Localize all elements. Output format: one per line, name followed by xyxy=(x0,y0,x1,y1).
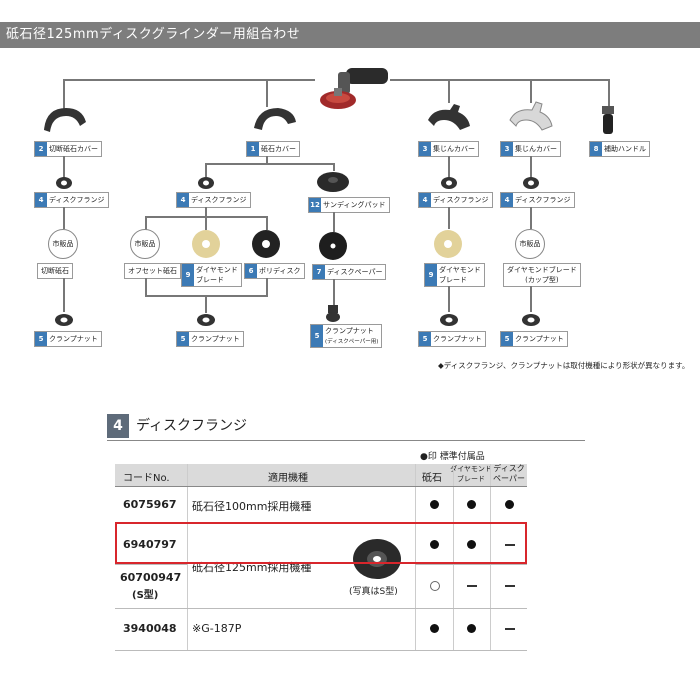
not-applicable-mark xyxy=(505,544,515,546)
poly-disc-image xyxy=(252,230,280,258)
row-model: 砥石径100mm採用機種 xyxy=(192,500,312,513)
standard-mark xyxy=(467,624,476,633)
label-offset-wheel: オフセット砥石 xyxy=(124,263,181,279)
photo-caption: (写真はS型) xyxy=(349,587,398,597)
disc-flange-image xyxy=(198,177,214,189)
section-title-bar xyxy=(107,410,585,441)
row-model-merged: 砥石径125mm採用機種 xyxy=(192,561,312,574)
diagram-note: ◆ディスクフランジ、クランプナットは取付機種により形状が異なります。 xyxy=(438,361,690,370)
standard-mark xyxy=(467,540,476,549)
optional-mark xyxy=(430,581,440,591)
disc-grinder-image xyxy=(320,68,388,109)
row-code: 6075967 xyxy=(123,498,177,511)
row-code: 3940048 xyxy=(123,622,177,635)
not-applicable-mark xyxy=(505,585,515,587)
dust-cover-clear-image xyxy=(509,101,553,131)
section-number: 4 xyxy=(107,414,129,438)
diamond-blade-image xyxy=(434,230,462,258)
commercial-product-mark: 市販品 xyxy=(130,229,160,259)
label-diamond-blade-cup: ダイヤモンドブレード(カップ型) xyxy=(503,263,581,287)
clamp-nut-image xyxy=(197,314,215,326)
page-header: 砥石径125mmディスクグラインダー用組合わせ xyxy=(0,22,700,48)
not-applicable-mark xyxy=(505,628,515,630)
header-code: コードNo. xyxy=(123,473,170,484)
disc-flange-image xyxy=(56,177,72,189)
clamp-nut-image xyxy=(522,314,540,326)
standard-mark xyxy=(505,500,514,509)
aux-handle-image xyxy=(602,106,614,134)
header-diamond: ダイヤモンドブレード xyxy=(450,465,492,483)
standard-mark xyxy=(467,500,476,509)
diamond-blade-image xyxy=(192,230,220,258)
clamp-nut-image xyxy=(55,314,73,326)
row-code: 60700947 xyxy=(120,571,182,584)
sanding-pad-image xyxy=(317,172,349,192)
commercial-product-mark: 市販品 xyxy=(48,229,78,259)
header-paper: ディスクペーパー xyxy=(493,464,525,483)
row-code-sub: (S型) xyxy=(132,590,159,601)
page-title: 砥石径125mmディスクグラインダー用組合わせ xyxy=(6,27,301,42)
clamp-nut-image xyxy=(440,314,458,326)
disc-flange-image xyxy=(523,177,539,189)
standard-mark xyxy=(430,500,439,509)
row-code: 6940797 xyxy=(123,538,177,551)
header-grinding: 砥石 xyxy=(422,473,442,484)
disc-paper-image xyxy=(319,232,347,260)
cutting-cover-image xyxy=(44,108,86,132)
header-model: 適用機種 xyxy=(268,473,308,484)
highlighted-row xyxy=(115,522,527,564)
standard-mark xyxy=(430,540,439,549)
table-legend: ●印 標準付属品 xyxy=(420,452,485,462)
label-cutting-wheel: 切断砥石 xyxy=(37,263,73,279)
section-title: ディスクフランジ xyxy=(136,418,248,434)
grinding-cover-image xyxy=(254,108,296,130)
dust-cover-image xyxy=(428,104,470,130)
commercial-product-mark: 市販品 xyxy=(515,229,545,259)
clamp-nut-paper-image xyxy=(326,305,340,322)
not-applicable-mark xyxy=(467,585,477,587)
table-header-row xyxy=(115,464,527,486)
standard-mark xyxy=(430,624,439,633)
row-model: ※G-187P xyxy=(192,622,242,635)
disc-flange-image xyxy=(441,177,457,189)
